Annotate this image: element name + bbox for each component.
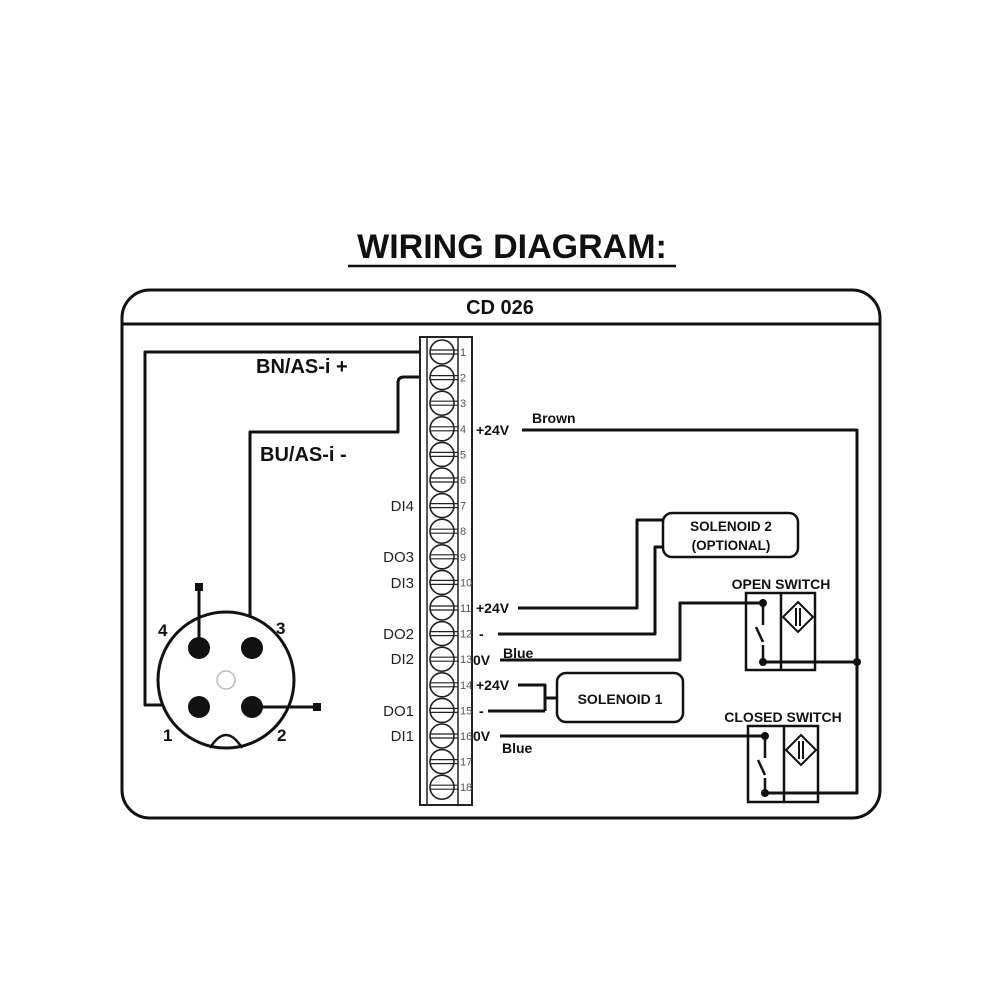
pin-label-2: 2 <box>277 726 286 745</box>
terminal-number: 18 <box>460 782 472 794</box>
terminal-number: 6 <box>460 475 466 487</box>
t4-voltage: +24V <box>476 422 510 438</box>
terminal-number: 17 <box>460 757 472 769</box>
terminal-number: 5 <box>460 449 466 461</box>
terminal-screw <box>429 543 455 570</box>
terminal-screw <box>429 569 455 596</box>
terminal-number: 10 <box>460 577 472 589</box>
label-di3: DI3 <box>391 575 414 592</box>
terminal-number: 12 <box>460 629 472 641</box>
label-do3: DO3 <box>383 549 414 566</box>
t13-color: Blue <box>503 645 534 661</box>
bn-label: BN/AS-i + <box>256 356 348 378</box>
solenoid-1-label: SOLENOID 1 <box>578 691 663 707</box>
terminal-screw <box>429 748 455 775</box>
wire-bu <box>248 375 420 648</box>
t16-color: Blue <box>502 740 533 756</box>
t16-voltage: 0V <box>473 728 491 744</box>
terminal-number: 14 <box>460 680 472 692</box>
open-switch: OPEN SWITCH <box>732 576 831 672</box>
terminal-screw <box>429 646 455 673</box>
pin-3 <box>241 637 263 659</box>
terminal-screw <box>429 467 455 493</box>
terminal-screw <box>429 697 455 724</box>
label-di1: DI1 <box>391 728 414 745</box>
wire-open-switch <box>500 601 763 662</box>
pin-4 <box>188 637 210 659</box>
proximity-sensor-icon <box>784 733 818 767</box>
solenoid-2-label: SOLENOID 2 <box>690 519 772 534</box>
wire-brown-24v <box>522 428 859 795</box>
center-hole <box>216 670 236 690</box>
terminal-screw <box>429 415 455 442</box>
terminal-number: 8 <box>460 526 466 538</box>
terminal-screw <box>429 492 455 519</box>
label-do1: DO1 <box>383 703 414 720</box>
label-do2: DO2 <box>383 626 414 643</box>
terminal-screw <box>429 595 455 621</box>
bu-label: BU/AS-i - <box>260 444 347 466</box>
solenoid-2: SOLENOID 2 (OPTIONAL) <box>661 511 800 559</box>
terminal-number: 3 <box>460 398 466 410</box>
pin-2 <box>241 696 263 718</box>
device-enclosure <box>120 288 882 820</box>
wire-sol1 <box>488 683 557 713</box>
terminal-screw <box>429 774 455 801</box>
junction-dot <box>853 658 861 666</box>
closed-switch: CLOSED SWITCH <box>724 709 842 804</box>
m12-connector: 4 3 1 2 <box>156 583 321 750</box>
diagram-title: WIRING DIAGRAM: <box>357 228 667 266</box>
key-notch <box>208 733 244 749</box>
terminal-number: 13 <box>460 654 472 666</box>
t15-voltage: - <box>479 703 484 719</box>
open-switch-label: OPEN SWITCH <box>732 576 831 592</box>
terminal-screw <box>429 390 455 417</box>
proximity-sensor-icon <box>781 600 815 634</box>
terminal-number: 7 <box>460 501 466 513</box>
terminal-number: 2 <box>460 373 466 385</box>
terminal-number: 9 <box>460 552 466 564</box>
label-di4: DI4 <box>391 498 414 515</box>
wire-sol2-plus <box>518 518 663 610</box>
terminal-screw <box>429 620 455 647</box>
solenoid-1: SOLENOID 1 <box>555 671 685 724</box>
t12-voltage: - <box>479 626 484 642</box>
pin-label-1: 1 <box>163 726 172 745</box>
t4-color: Brown <box>532 410 576 426</box>
terminal-number: 1 <box>460 347 466 359</box>
pin-label-4: 4 <box>158 621 168 640</box>
terminal-screw <box>429 364 455 391</box>
pin-1 <box>188 696 210 718</box>
wire-sol2-minus <box>498 545 663 636</box>
terminal-number: 11 <box>460 603 471 615</box>
label-di2: DI2 <box>391 651 414 668</box>
t11-voltage: +24V <box>476 600 510 616</box>
t13-voltage: 0V <box>473 652 491 668</box>
closed-switch-label: CLOSED SWITCH <box>724 709 841 725</box>
terminal-number: 16 <box>460 731 472 743</box>
t14-voltage: +24V <box>476 677 510 693</box>
terminal-screw <box>429 441 455 468</box>
terminal-screw <box>429 723 455 749</box>
terminal-number: 4 <box>460 424 466 436</box>
device-name: CD 026 <box>466 297 534 319</box>
pin-label-3: 3 <box>276 619 285 638</box>
solenoid-2-optional: (OPTIONAL) <box>692 538 771 553</box>
terminal-screw <box>429 671 455 698</box>
terminal-screw <box>429 518 455 545</box>
terminal-screw <box>429 339 455 365</box>
terminal-number: 15 <box>460 705 472 717</box>
